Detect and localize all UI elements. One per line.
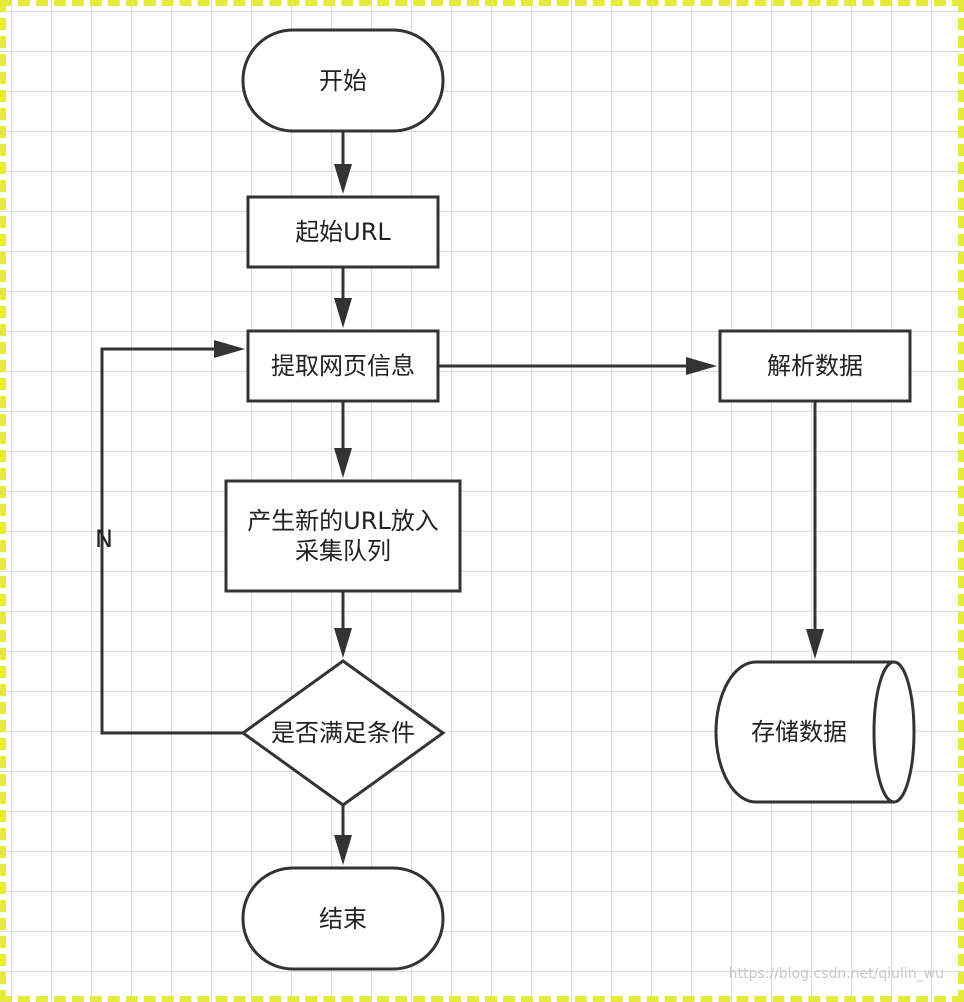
parse-data-label: 解析数据: [767, 352, 863, 380]
store-data-label: 存储数据: [751, 718, 847, 746]
arrowhead-fetch-to-new-url: [334, 448, 352, 478]
arrowhead-new-url-to-condition: [334, 628, 352, 658]
end-terminal: [241, 866, 445, 971]
fetch-page-box: [246, 329, 440, 403]
parse-data-box: [718, 329, 912, 403]
fetch-page-label: 提取网页信息: [271, 352, 415, 380]
arrowhead-loop-back: [214, 340, 245, 358]
new-url-box: [224, 479, 462, 593]
arrowhead-parse-to-store: [806, 629, 824, 659]
end-label: 结束: [319, 904, 367, 933]
arrowhead-start-to-url: [334, 164, 352, 194]
loop-no-label: N: [95, 525, 113, 553]
arrowhead-fetch-to-parse: [686, 357, 717, 375]
arrowhead-condition-to-end: [334, 835, 352, 865]
condition-label: 是否满足条件: [271, 719, 415, 747]
flowchart-svg: [100, 28, 916, 971]
store-data-cylinder-rim: [872, 660, 895, 804]
new-url-label: 产生新的URL放入采集队列: [247, 507, 439, 565]
start-url-label: 起始URL: [295, 218, 391, 246]
start-url-box: [246, 195, 440, 269]
arrowhead-url-to-fetch: [334, 298, 352, 328]
start-label: 开始: [319, 66, 367, 95]
edge-condition-loop-back: [100, 347, 243, 735]
watermark-text: https://blog.csdn.net/qiulin_wu: [728, 966, 944, 982]
